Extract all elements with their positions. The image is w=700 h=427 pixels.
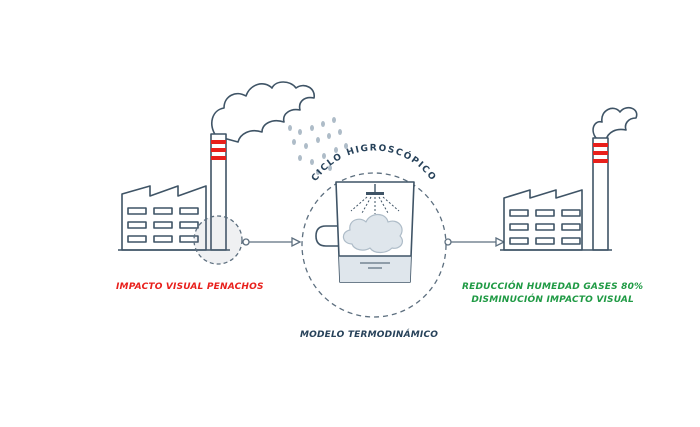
humidity-reduction-label: REDUCCIÓN HUMEDAD GASES 80% (462, 282, 644, 292)
left-smoke-plume-icon (211, 81, 315, 143)
left-factory-icon (118, 81, 315, 251)
result-labels: REDUCCIÓN HUMEDAD GASES 80% DISMINUCIÓN … (462, 281, 643, 307)
vapor-cloud-icon (342, 213, 404, 254)
visual-impact-reduction-label: DISMINUCIÓN IMPACTO VISUAL (471, 295, 634, 305)
right-connector-arrow (444, 236, 506, 248)
condenser-vessel-icon (315, 181, 415, 283)
left-connector-arrow (242, 236, 302, 248)
thermodynamic-model-label: MODELO TERMODINÁMICO (300, 330, 439, 340)
right-smoke-icon (592, 106, 638, 141)
water-drops-icon (288, 117, 348, 175)
visual-impact-plumes-label: IMPACTO VISUAL PENACHOS (116, 282, 264, 292)
left-zoom-circle (193, 215, 243, 265)
hygroscopic-cycle-arc-label: CICLO HIGROSCÓPICO (310, 143, 438, 183)
right-factory-icon (500, 106, 638, 251)
